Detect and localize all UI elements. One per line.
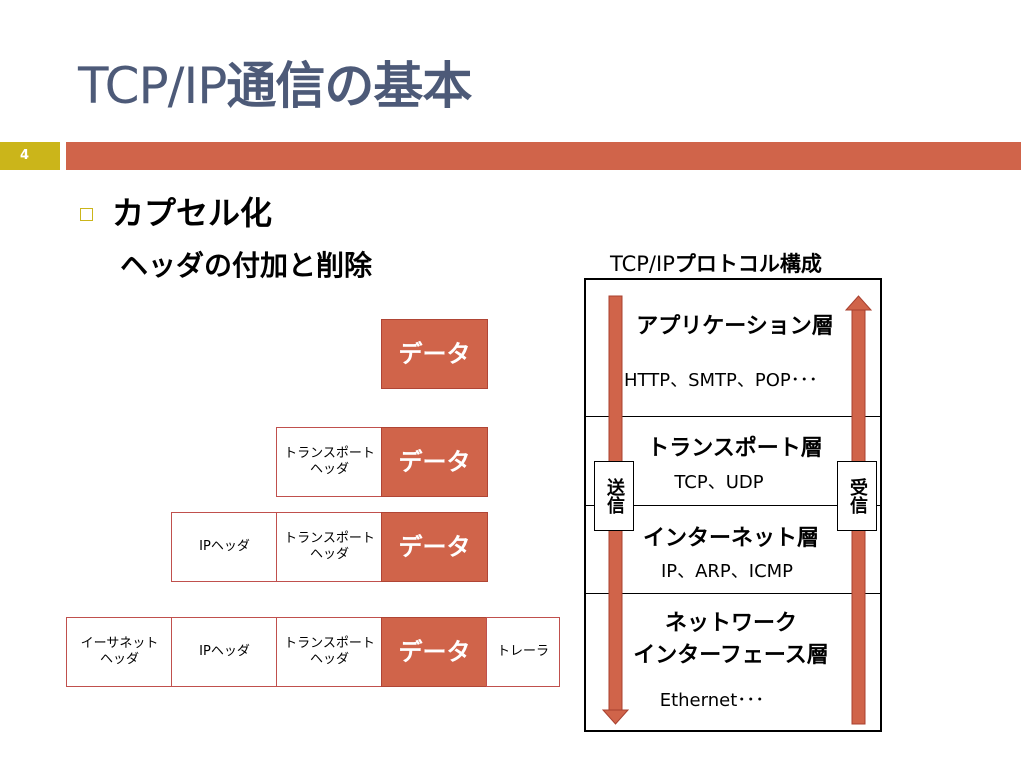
data-block: データ — [381, 427, 488, 497]
layer-divider — [586, 593, 880, 594]
send-label-text: 送信 — [604, 478, 625, 514]
layer-internet-protocols: IP、ARP、ICMP — [660, 561, 794, 582]
layer-network-interface-name: ネットワーク インターフェース層 — [633, 611, 829, 668]
layer-transport-name: トランスポート層 — [647, 436, 823, 461]
slide-title-latin: TCP/IP — [78, 57, 227, 115]
title-divider — [66, 142, 1021, 170]
protocol-stack-title: TCP/IPプロトコル構成 — [610, 248, 822, 278]
layer-network-interface-protocols: Ethernet･･･ — [659, 690, 765, 711]
layer-divider — [586, 416, 880, 417]
layer-divider — [586, 505, 880, 506]
bullet-square-icon — [80, 208, 93, 221]
ethernet-header-block: イーサネット ヘッダ — [66, 617, 173, 687]
content-heading: カプセル化 — [112, 194, 273, 232]
slide-title: TCP/IP通信の基本 — [78, 46, 472, 118]
send-label: 送信 — [594, 461, 634, 531]
data-block: データ — [381, 319, 488, 389]
layer-internet-name: インターネット層 — [642, 526, 819, 551]
ip-header-block: IPヘッダ — [171, 512, 278, 582]
slide-number: 4 — [0, 142, 60, 170]
layer-application-protocols: HTTP、SMTP、POP･･･ — [624, 370, 818, 391]
layer-application-name: アプリケーション層 — [636, 314, 834, 339]
protocol-stack-title-jp: プロトコル構成 — [674, 252, 822, 276]
transport-header-block: トランスポート ヘッダ — [276, 512, 383, 582]
slide-title-jp: 通信の基本 — [226, 57, 472, 115]
data-block: データ — [381, 617, 488, 687]
layer-transport-protocols: TCP、UDP — [674, 472, 764, 493]
content-subheading: ヘッダの付加と削除 — [120, 249, 373, 282]
protocol-stack: アプリケーション層 HTTP、SMTP、POP･･･ トランスポート層 TCP、… — [584, 278, 882, 732]
receive-label: 受信 — [837, 461, 877, 531]
protocol-stack-title-latin: TCP/IP — [610, 252, 675, 276]
transport-header-block: トランスポート ヘッダ — [276, 617, 383, 687]
trailer-block: トレーラ — [486, 617, 560, 687]
receive-label-text: 受信 — [847, 478, 868, 514]
data-block: データ — [381, 512, 488, 582]
ip-header-block: IPヘッダ — [171, 617, 278, 687]
